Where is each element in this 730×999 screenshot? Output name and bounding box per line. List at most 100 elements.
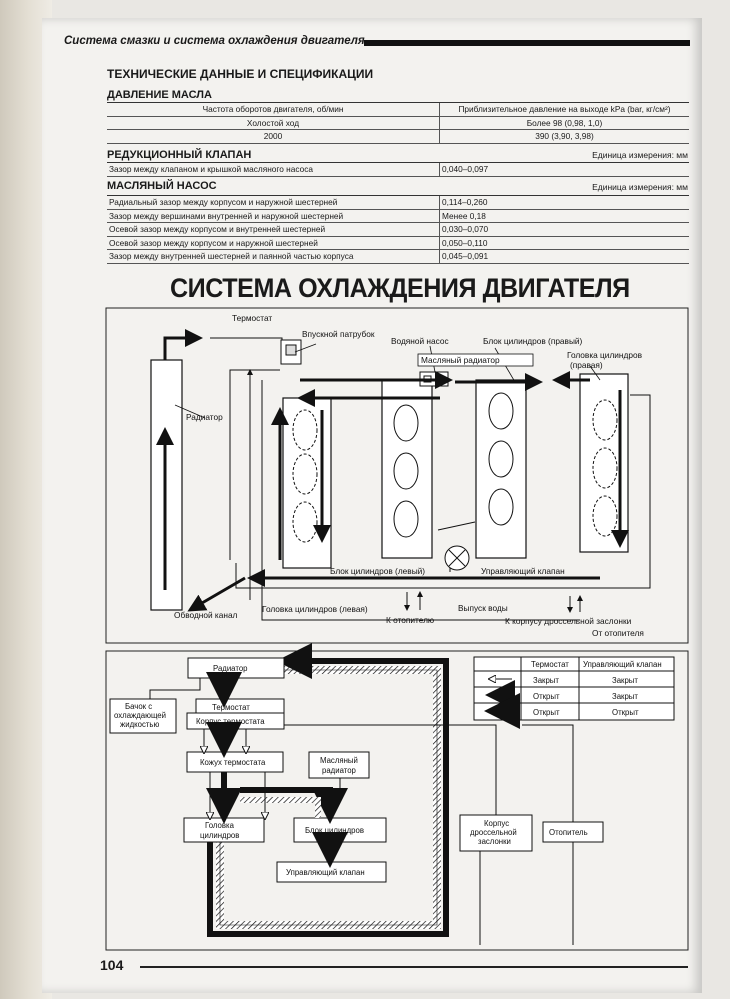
table-row: 2000 390 (3,90, 3,98): [107, 129, 689, 144]
head-left-shape: [282, 397, 332, 569]
oil-pump-table: Радиальный зазор между корпусом и наружн…: [107, 196, 689, 264]
oil-pressure-title: ДАВЛЕНИЕ МАСЛА: [107, 89, 212, 101]
label-control-valve: Управляющий клапан: [481, 566, 565, 576]
legend-col-thermostat: Термостат: [531, 660, 569, 669]
cylinder: [488, 440, 514, 478]
table-cell: Зазор между клапаном и крышкой масляного…: [107, 163, 440, 177]
label-block-left: Блок цилиндров (левый): [330, 566, 425, 576]
label-block-right: Блок цилиндров (правый): [483, 336, 583, 346]
table-row: Холостой ход Более 98 (0,98, 1,0): [107, 116, 689, 130]
table-cell: 0,040–0,097: [439, 163, 689, 177]
label-inlet: Впускной патрубок: [302, 329, 375, 339]
legend-cell: Открыт: [612, 708, 639, 717]
box-oil-cooler: [308, 751, 370, 779]
cylinder: [292, 453, 318, 495]
table-cell: Холостой ход: [107, 116, 440, 130]
label-thermostat: Термостат: [232, 313, 272, 323]
label-head-1: Головка: [205, 821, 235, 830]
label-head-right-1: Головка цилиндров: [567, 350, 643, 360]
label-throttle-1: Корпус: [484, 819, 509, 828]
label-water-pump: Водяной насос: [391, 336, 449, 346]
table-row: Осевой зазор между корпусом и наружной ш…: [107, 236, 689, 250]
table-cell: Зазор между вершинами внутренней и наруж…: [107, 209, 440, 223]
relief-valve-table: Зазор между клапаном и крышкой масляного…: [107, 163, 689, 177]
relief-valve-title: РЕДУКЦИОННЫЙ КЛАПАН: [107, 149, 252, 161]
flow-arrow: [187, 576, 246, 612]
label-radiator: Радиатор: [186, 412, 223, 422]
label-throttle-3: заслонки: [478, 837, 511, 846]
table-cell: Осевой зазор между корпусом и наружной ш…: [107, 236, 440, 250]
legend-cell: Закрыт: [612, 692, 638, 701]
table-cell: Менее 0,18: [439, 209, 689, 223]
label-tank-3: жидкостью: [120, 720, 159, 729]
header-rule: [364, 40, 690, 46]
relief-valve-unit: Единица измерения: мм: [592, 150, 688, 160]
cylinder: [292, 409, 318, 451]
table-cell: Радиальный зазор между корпусом и наружн…: [107, 196, 440, 210]
label-head-2: цилиндров: [200, 831, 239, 840]
table-row: Зазор между клапаном и крышкой масляного…: [107, 163, 689, 177]
oil-pump-unit: Единица измерения: мм: [592, 182, 688, 192]
label-oil-cooler-2: радиатор: [322, 766, 357, 775]
table-cell: Зазор между внутренней шестерней и паянн…: [107, 249, 440, 264]
cylinder: [393, 500, 419, 538]
page-number: 104: [100, 957, 124, 973]
legend-cell: Закрыт: [612, 676, 638, 685]
flow-arrow: [240, 787, 348, 824]
leader-line: [174, 404, 206, 419]
table-cell: Осевой зазор между корпусом и внутренней…: [107, 222, 440, 237]
cylinder: [292, 501, 318, 543]
cylinder: [592, 399, 618, 441]
box-tank: [109, 698, 177, 734]
table-cell: 0,030–0,070: [439, 222, 689, 237]
table-header-cell: Приблизительное давление на выходе kPa (…: [439, 103, 689, 117]
leader-line: [589, 365, 601, 381]
flow-arrow: [163, 329, 203, 360]
footer-rule: [140, 966, 688, 968]
table-row: Осевой зазор между корпусом и внутренней…: [107, 222, 689, 237]
table-cell: 390 (3,90, 3,98): [439, 129, 689, 144]
table-row: Зазор между внутренней шестерней и паянн…: [107, 249, 689, 264]
table-cell: 0,045–0,091: [439, 249, 689, 264]
running-header: Система смазки и система охлаждения двиг…: [64, 35, 690, 53]
cylinder: [488, 488, 514, 526]
label-tank-1: Бачок с: [125, 702, 152, 711]
cylinder: [393, 452, 419, 490]
label-tank-2: охлаждающей: [114, 711, 166, 720]
table-header-cell: Частота оборотов двигателя, об/мин: [107, 103, 440, 117]
label-thermostat-2: Термостат: [212, 703, 250, 712]
legend-col-valve: Управляющий клапан: [583, 660, 662, 669]
cylinder: [393, 404, 419, 442]
label-thermo-body: Корпус термостата: [196, 717, 265, 726]
table-cell: 0,050–0,110: [439, 236, 689, 250]
flow-diagram-frame: [105, 650, 689, 951]
legend-cell: Открыт: [533, 708, 560, 717]
cylinder: [592, 495, 618, 537]
table-cell: 0,114–0,260: [439, 196, 689, 210]
table-cell: 2000: [107, 129, 440, 144]
oil-pump-title: МАСЛЯНЫЙ НАСОС: [107, 180, 217, 192]
oil-pressure-table: Частота оборотов двигателя, об/мин Прибл…: [107, 103, 689, 144]
legend-cell: Открыт: [533, 692, 560, 701]
label-head-right-2: (правая): [570, 360, 603, 370]
label-oil-cooler: Масляный радиатор: [421, 355, 500, 365]
divider: [107, 195, 689, 196]
label-from-heater: От отопителя: [592, 628, 644, 638]
heavy-flow: [207, 658, 449, 937]
label-oil-cooler-1: Масляный: [320, 756, 358, 765]
header-title: Система смазки и система охлаждения двиг…: [64, 35, 365, 47]
divider: [107, 102, 689, 103]
label-bypass: Обводной канал: [174, 610, 238, 620]
table-header-row: Частота оборотов двигателя, об/мин Прибл…: [107, 103, 689, 117]
label-to-throttle: К корпусу дроссельной заслонки: [505, 616, 632, 626]
specs-title: ТЕХНИЧЕСКИЕ ДАННЫЕ И СПЕЦИФИКАЦИИ: [107, 67, 374, 81]
block-right-shape: [475, 379, 527, 559]
divider: [107, 162, 689, 163]
label-to-heater: К отопителю: [386, 615, 434, 625]
box-head: [183, 817, 265, 843]
label-throttle-2: дроссельной: [470, 828, 517, 837]
label-water-outlet: Выпуск воды: [458, 603, 508, 613]
label-block-2: Блок цилиндров: [305, 826, 364, 835]
cooling-system-title: СИСТЕМА ОХЛАЖДЕНИЯ ДВИГАТЕЛЯ: [170, 273, 630, 303]
